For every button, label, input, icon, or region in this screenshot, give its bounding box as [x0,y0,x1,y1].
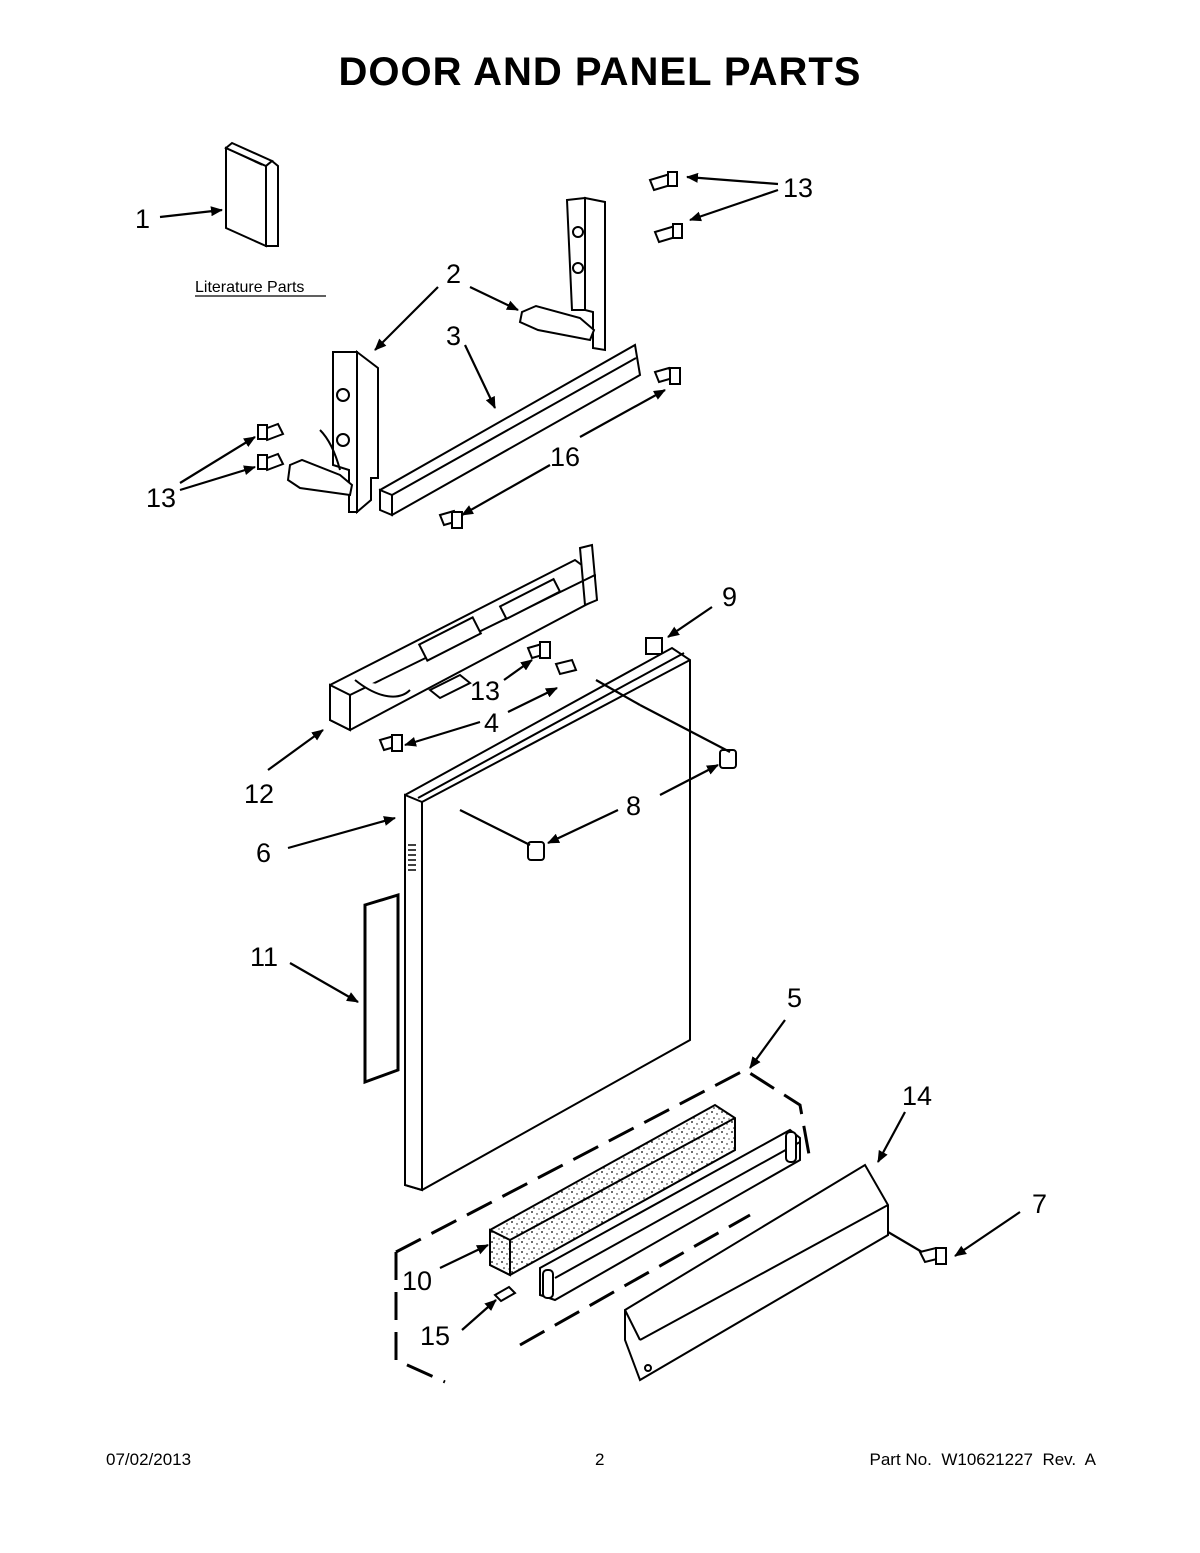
foam-insulation [489,1103,736,1277]
door-bumpers [527,749,737,861]
callout-4: 4 [484,708,499,738]
footer-part-number: Part No. W10621227 Rev. A [869,1450,1096,1469]
callout-10: 10 [402,1266,432,1296]
callout-11: 11 [250,942,278,972]
kickplate-screw [918,1246,947,1265]
outer-door-panel [404,646,691,1192]
callout-1: 1 [135,204,150,234]
door-clip [645,637,663,655]
control-console-assembly [329,543,599,732]
left-hinge-bracket [286,349,379,515]
console-screw [378,641,578,752]
callout-13-top: 13 [783,173,813,203]
callout-2: 2 [446,259,461,289]
side-gasket [363,892,400,1085]
callout-7: 7 [1032,1189,1047,1219]
callout-3: 3 [446,321,461,351]
lower-access-frame [539,1128,801,1302]
footer-date: 07/02/2013 [106,1450,192,1469]
callout-8: 8 [626,791,641,821]
vent-slots [408,844,416,871]
callout-13-console: 13 [470,676,500,706]
page-title: DOOR AND PANEL PARTS [338,50,862,94]
toe-panel-kit-outline [394,1068,812,1384]
literature-booklet [224,141,279,248]
literature-parts-label: Literature Parts [195,279,304,296]
right-hinge-bracket [518,196,606,352]
callout-16: 16 [550,442,580,472]
callout-9: 9 [722,582,737,612]
callout-13-left: 13 [146,483,176,513]
callout-6: 6 [256,838,271,868]
leader-arrows [159,172,1021,1331]
kickplate [624,1163,889,1382]
callout-12: 12 [244,779,274,809]
callout-5: 5 [787,983,802,1013]
leader-lines [459,679,923,1253]
callout-15: 15 [420,1321,450,1351]
footer-page-number: 2 [595,1450,605,1469]
hinge-screws [257,171,683,529]
callout-14: 14 [902,1081,932,1111]
panel-clip [493,1285,517,1303]
door-channel [378,343,642,517]
